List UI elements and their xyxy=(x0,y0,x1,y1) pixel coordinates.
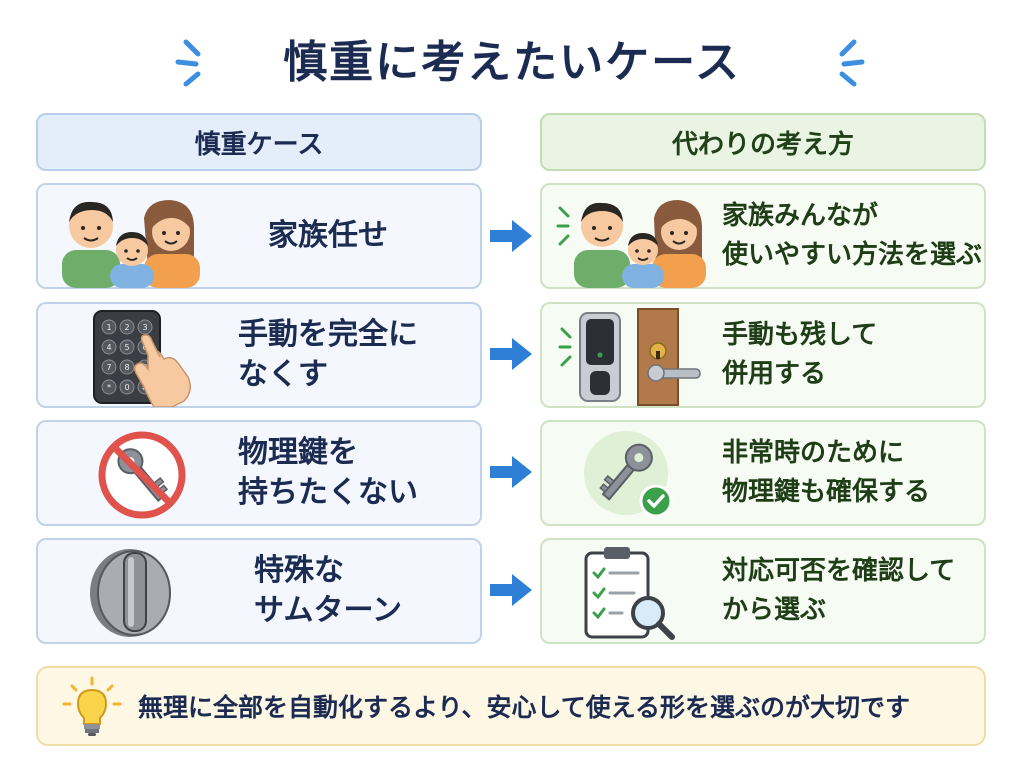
alternative-card-manual: 手動も残して 併用する xyxy=(540,302,986,408)
keypad-key xyxy=(119,319,135,335)
keypad-key xyxy=(101,379,117,395)
case-card-thumbturn: 特殊な サムターン xyxy=(36,538,482,644)
keypad-key xyxy=(101,339,117,355)
alternative-card-physical-key: 非常時のために 物理鍵も確保する xyxy=(540,420,986,526)
key-check-icon xyxy=(584,431,673,518)
alternative-label: 対応可否を確認して から選ぶ xyxy=(722,556,956,625)
keypad-icon: 123456789*0# xyxy=(93,310,191,407)
family-icon xyxy=(62,200,200,288)
keypad-key-label: 5 xyxy=(124,343,129,352)
keypad-key xyxy=(101,359,117,375)
smart-lock-icon xyxy=(558,308,701,406)
keypad-key-label: * xyxy=(107,383,111,392)
arrow-right-icon xyxy=(490,574,532,606)
checklist-search-icon xyxy=(584,547,675,640)
alternative-label: 非常時のために 物理鍵も確保する xyxy=(722,438,931,507)
emphasis-lines-icon xyxy=(839,39,865,87)
arrow-right-icon xyxy=(490,338,532,370)
summary-banner: 無理に全部を自動化するより、安心して使える形を選ぶのが大切です xyxy=(36,666,986,746)
family-icon xyxy=(556,200,706,288)
header-careful-cases: 慎重ケース xyxy=(36,113,482,171)
lightbulb-icon xyxy=(62,676,122,736)
keypad-key-label: 0 xyxy=(124,383,129,392)
thumbturn-icon xyxy=(90,549,171,637)
case-card-physical-key: 物理鍵を 持ちたくない xyxy=(36,420,482,526)
no-key-icon xyxy=(98,431,186,519)
summary-text: 無理に全部を自動化するより、安心して使える形を選ぶのが大切です xyxy=(138,693,911,722)
alternative-card-thumbturn: 対応可否を確認して から選ぶ xyxy=(540,538,986,644)
title-area: 慎重に考えたいケース xyxy=(0,18,1024,98)
keypad-key-label: 1 xyxy=(106,323,111,332)
arrow-right-icon xyxy=(490,220,532,252)
alternative-label: 手動も残して 併用する xyxy=(722,320,878,389)
case-card-manual: 123456789*0# 手動を完全に なくす xyxy=(36,302,482,408)
emphasis-lines-icon xyxy=(175,39,201,87)
keypad-key-label: 2 xyxy=(124,323,129,332)
keypad-key-label: 8 xyxy=(124,363,129,372)
case-card-family: 家族任せ xyxy=(36,183,482,289)
case-label: 手動を完全に なくす xyxy=(238,316,418,393)
header-alternative-thinking: 代わりの考え方 xyxy=(540,113,986,171)
keypad-key xyxy=(101,319,117,335)
keypad-key xyxy=(119,379,135,395)
case-label: 特殊な サムターン xyxy=(254,552,402,629)
keypad-key xyxy=(137,319,153,335)
alternative-card-family: 家族みんなが 使いやすい方法を選ぶ xyxy=(540,183,986,289)
arrow-right-icon xyxy=(490,456,532,488)
case-label: 物理鍵を 持ちたくない xyxy=(238,434,418,511)
keypad-key-label: 3 xyxy=(142,323,147,332)
keypad-key-label: 7 xyxy=(106,363,111,372)
page-title: 慎重に考えたいケース xyxy=(283,37,741,88)
keypad-key-label: 4 xyxy=(106,343,111,352)
alternative-label: 家族みんなが 使いやすい方法を選ぶ xyxy=(722,201,983,270)
keypad-key xyxy=(119,359,135,375)
case-label: 家族任せ xyxy=(268,217,388,253)
keypad-key xyxy=(119,339,135,355)
